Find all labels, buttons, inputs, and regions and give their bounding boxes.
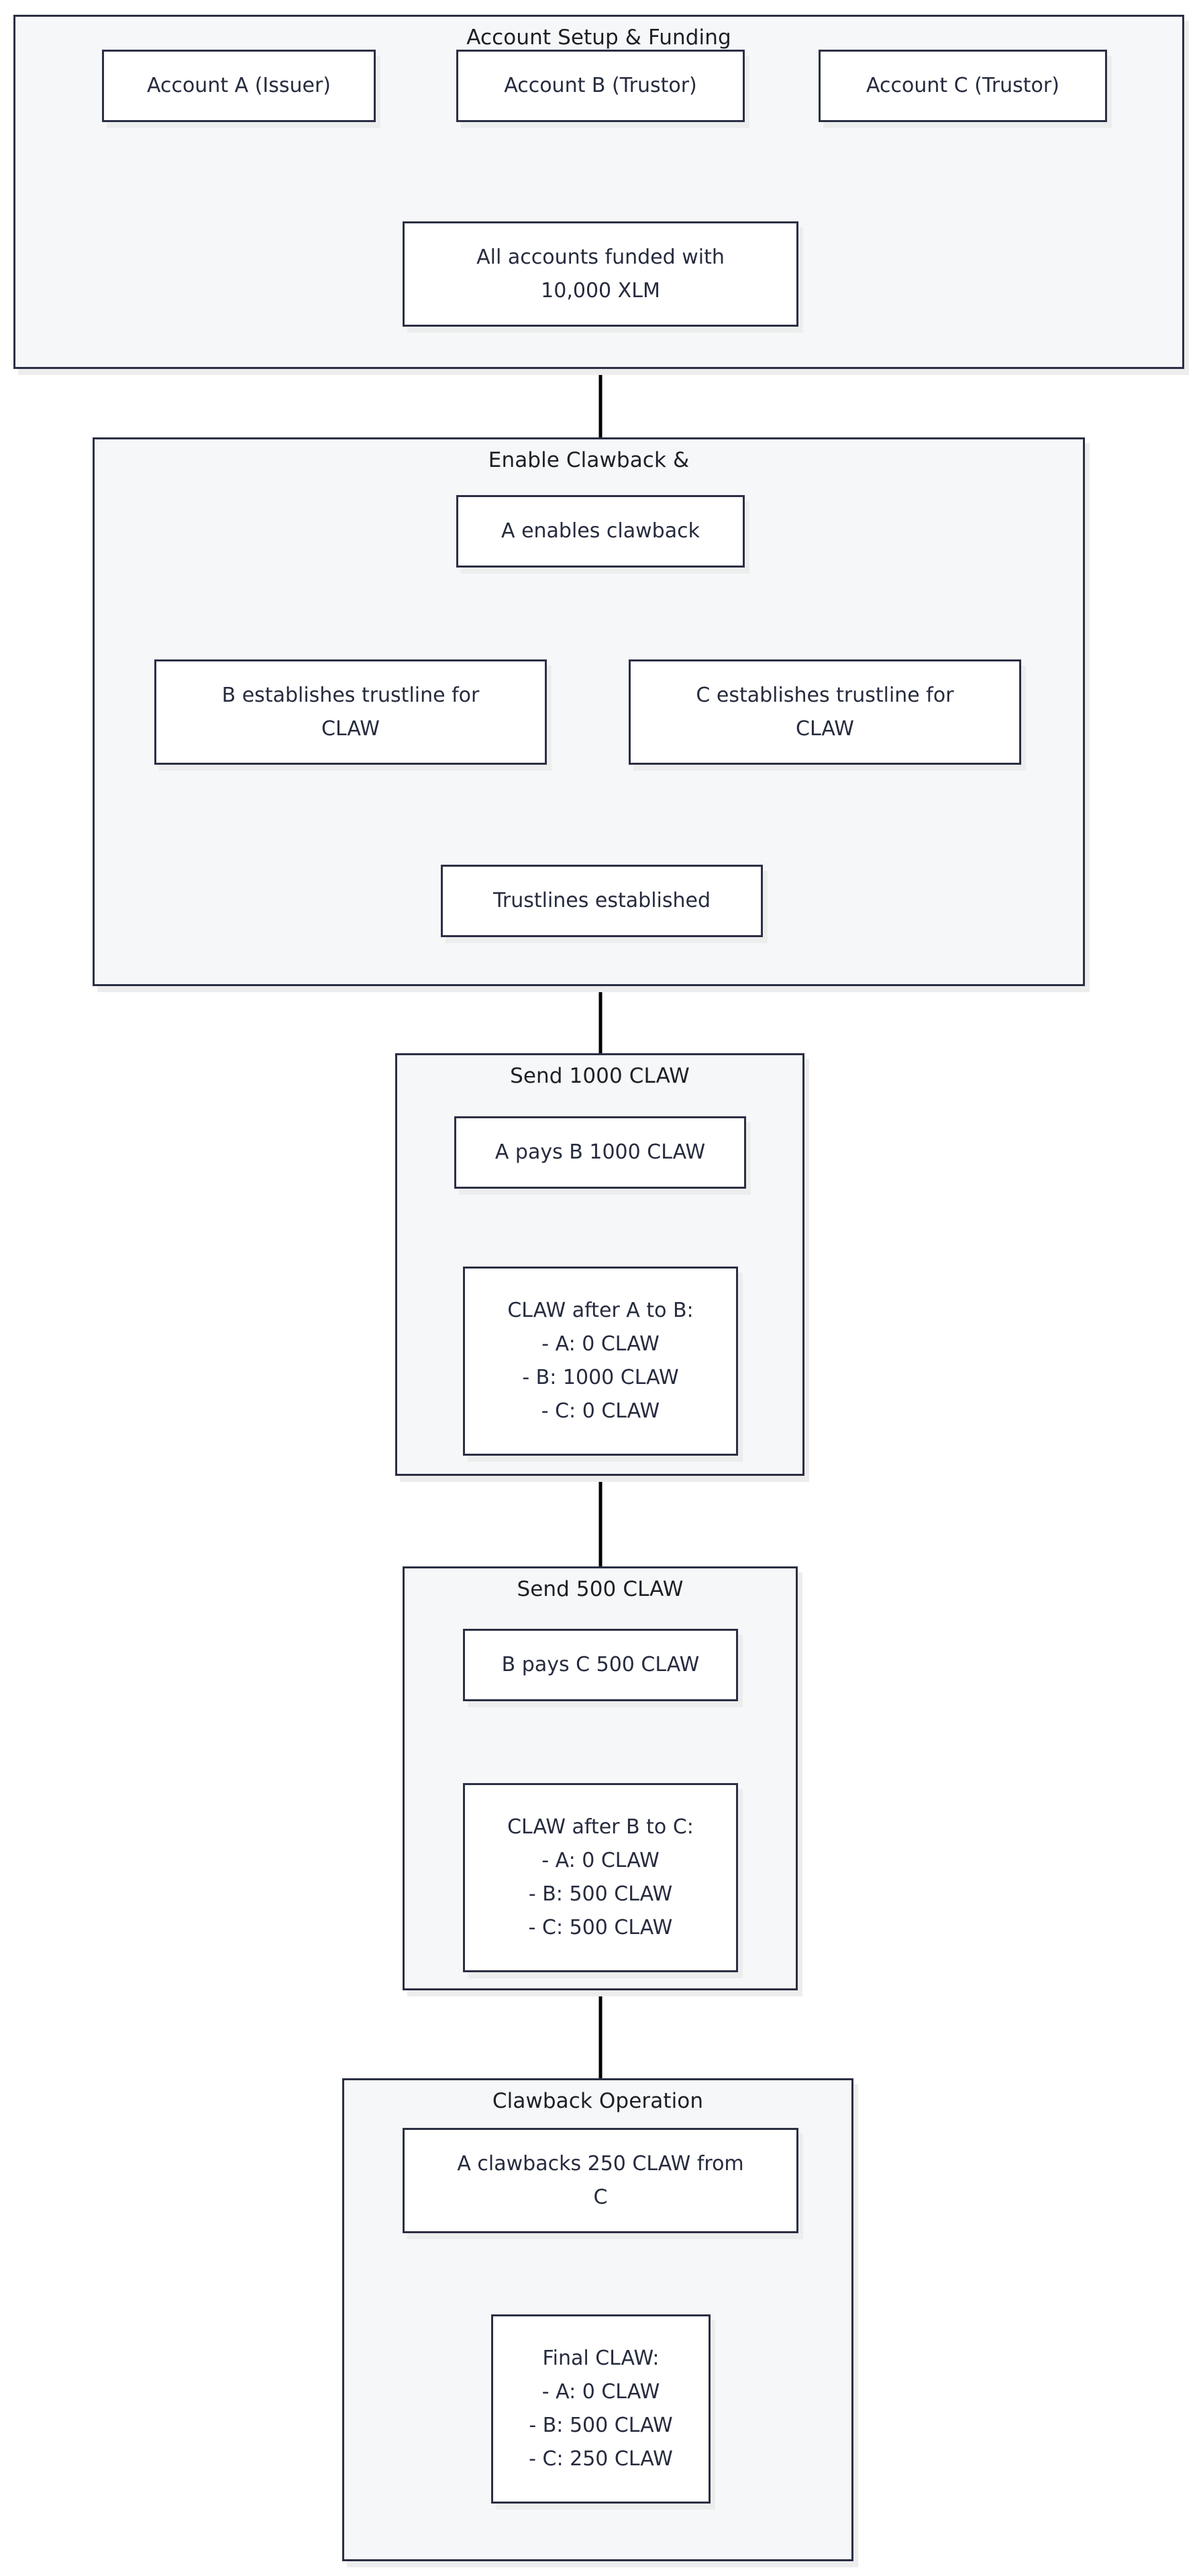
- node-balance-after-b-to-c[interactable]: CLAW after B to C: - A: 0 CLAW - B: 500 …: [463, 1783, 738, 1972]
- node-balance-after-b-to-c-line-3: - B: 500 CLAW: [528, 1882, 673, 1906]
- node-a-enables-clawback-line-1: A enables clawback: [501, 519, 700, 543]
- node-account-c[interactable]: Account C (Trustor): [819, 50, 1107, 122]
- node-balance-after-b-to-c-line-2: - A: 0 CLAW: [541, 1849, 660, 1872]
- node-trustlines-established-line-1: Trustlines established: [492, 889, 711, 912]
- node-final-balance-line-4: - C: 250 CLAW: [529, 2447, 673, 2471]
- node-trustlines-established[interactable]: Trustlines established: [441, 865, 763, 937]
- node-a-enables-clawback[interactable]: A enables clawback: [456, 495, 745, 568]
- node-all-accounts-funded-line-2: 10,000 XLM: [541, 278, 660, 303]
- node-a-clawbacks-250-claw-line-2: C: [593, 2185, 608, 2209]
- node-b-pays-c-500-claw-line-1: B pays C 500 CLAW: [501, 1653, 700, 1676]
- node-all-accounts-funded-line-1: All accounts funded with: [476, 245, 725, 269]
- node-balance-after-a-to-b-line-4: - C: 0 CLAW: [541, 1399, 660, 1423]
- cluster-title-send-1000-claw: Send 1000 CLAW: [510, 1064, 690, 1088]
- node-a-clawbacks-250-claw[interactable]: A clawbacks 250 CLAW from C: [403, 2128, 798, 2233]
- node-c-establishes-trustline-line-1: C establishes trustline for: [696, 683, 954, 707]
- node-a-clawbacks-250-claw-line-1: A clawbacks 250 CLAW from: [457, 2151, 744, 2176]
- node-b-pays-c-500-claw[interactable]: B pays C 500 CLAW: [463, 1629, 738, 1701]
- node-account-a[interactable]: Account A (Issuer): [102, 50, 376, 122]
- node-final-balance-line-3: - B: 500 CLAW: [529, 2414, 673, 2437]
- node-all-accounts-funded[interactable]: All accounts funded with 10,000 XLM: [403, 221, 798, 327]
- node-balance-after-b-to-c-line-1: CLAW after B to C:: [507, 1815, 694, 1839]
- node-account-c-line-1: Account C (Trustor): [866, 74, 1059, 97]
- node-final-balance-line-1: Final CLAW:: [542, 2347, 660, 2370]
- node-balance-after-a-to-b-line-1: CLAW after A to B:: [507, 1299, 694, 1322]
- node-balance-after-b-to-c-line-4: - C: 500 CLAW: [528, 1916, 673, 1939]
- node-a-pays-b-1000-claw-line-1: A pays B 1000 CLAW: [494, 1140, 706, 1164]
- node-a-pays-b-1000-claw[interactable]: A pays B 1000 CLAW: [454, 1116, 746, 1189]
- cluster-title-account-setup-funding: Account Setup & Funding: [466, 25, 731, 50]
- node-c-establishes-trustline[interactable]: C establishes trustline for CLAW: [629, 659, 1021, 765]
- node-account-b-line-1: Account B (Trustor): [504, 74, 697, 97]
- node-b-establishes-trustline-line-2: CLAW: [321, 716, 380, 741]
- node-account-b[interactable]: Account B (Trustor): [456, 50, 745, 122]
- node-final-balance-line-2: - A: 0 CLAW: [541, 2380, 660, 2404]
- node-account-a-line-1: Account A (Issuer): [146, 74, 331, 97]
- node-c-establishes-trustline-line-2: CLAW: [796, 716, 854, 741]
- node-balance-after-a-to-b-line-2: - A: 0 CLAW: [541, 1332, 660, 1356]
- cluster-title-enable-clawback: Enable Clawback &: [488, 448, 690, 472]
- node-b-establishes-trustline-line-1: B establishes trustline for: [221, 683, 480, 707]
- node-balance-after-a-to-b[interactable]: CLAW after A to B: - A: 0 CLAW - B: 1000…: [463, 1267, 738, 1456]
- cluster-title-send-500-claw: Send 500 CLAW: [517, 1577, 684, 1601]
- node-b-establishes-trustline[interactable]: B establishes trustline for CLAW: [154, 659, 547, 765]
- cluster-title-clawback-operation: Clawback Operation: [492, 2089, 704, 2113]
- node-balance-after-a-to-b-line-3: - B: 1000 CLAW: [522, 1366, 679, 1389]
- node-final-balance[interactable]: Final CLAW: - A: 0 CLAW - B: 500 CLAW - …: [491, 2314, 711, 2504]
